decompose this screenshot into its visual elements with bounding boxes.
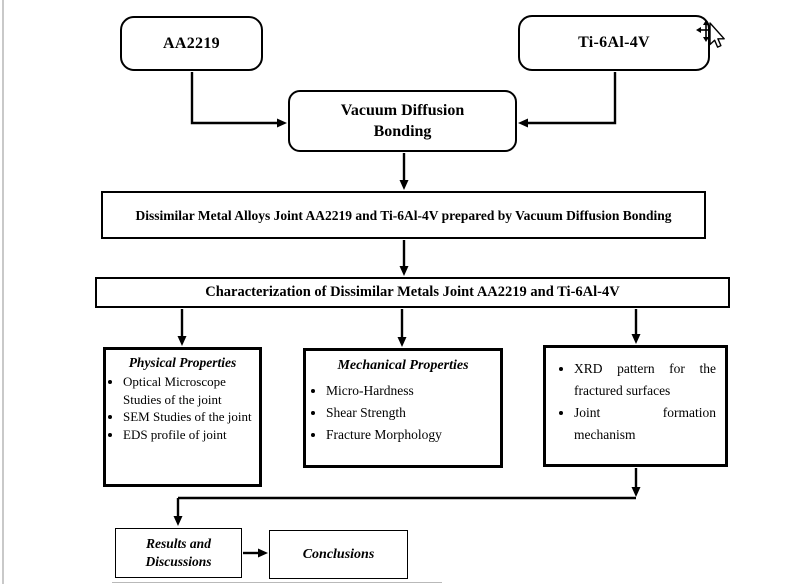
arrowhead-down <box>399 266 409 276</box>
arrowhead-down <box>399 180 409 190</box>
list-item: XRD pattern for the fractured surfaces <box>574 358 725 402</box>
arrow-aa2219-to-vacuum <box>190 72 278 125</box>
node-aa2219-label: AA2219 <box>163 34 220 52</box>
list-item: Shear Strength <box>326 402 500 424</box>
node-results-discussions[interactable]: Results and Discussions <box>115 528 242 578</box>
node-physical-properties[interactable]: Physical Properties Optical Microscope S… <box>103 347 262 487</box>
list-item: SEM Studies of the joint <box>123 408 259 426</box>
physical-properties-list: Optical Microscope Studies of the joint … <box>106 373 259 443</box>
node-vacuum-diffusion-bonding[interactable]: Vacuum Diffusion Bonding <box>288 90 517 152</box>
arrowhead-down <box>631 487 641 497</box>
list-item: Fracture Morphology <box>326 424 500 446</box>
node-xrd-analysis[interactable]: XRD pattern for the fractured surfaces J… <box>543 345 728 467</box>
arrowhead-down <box>397 337 407 347</box>
arrowhead-left <box>518 118 528 128</box>
mechanical-properties-heading: Mechanical Properties <box>337 358 469 373</box>
node-dissimilar-label: Dissimilar Metal Alloys Joint AA2219 and… <box>135 207 672 223</box>
node-mechanical-properties[interactable]: Mechanical Properties Micro-Hardness She… <box>303 348 503 468</box>
node-results-label: Results and Discussions <box>145 536 212 569</box>
arrowhead-down <box>177 336 187 346</box>
list-item: Optical Microscope Studies of the joint <box>123 373 259 408</box>
xrd-analysis-list: XRD pattern for the fractured surfaces J… <box>546 358 725 446</box>
list-item: Joint formation mechanism <box>574 402 725 446</box>
list-item: Micro-Hardness <box>326 380 500 402</box>
physical-properties-heading: Physical Properties <box>128 355 237 370</box>
node-characterization[interactable]: Characterization of Dissimilar Metals Jo… <box>95 277 730 308</box>
arrowhead-down <box>173 516 183 526</box>
arrowhead-down <box>631 334 641 344</box>
node-ti6al4v[interactable]: Ti-6Al-4V <box>518 15 710 71</box>
arrow-ti-to-vacuum <box>527 72 617 125</box>
page-edge-left <box>2 0 4 584</box>
mechanical-properties-list: Micro-Hardness Shear Strength Fracture M… <box>306 380 500 446</box>
move-cursor-icon <box>696 20 725 48</box>
node-conclusions[interactable]: Conclusions <box>269 530 408 579</box>
node-characterization-label: Characterization of Dissimilar Metals Jo… <box>205 284 620 300</box>
page-rule-bottom <box>112 582 442 584</box>
arrowhead-right <box>258 548 268 558</box>
arrowhead-right <box>277 118 287 128</box>
node-ti6al4v-label: Ti-6Al-4V <box>578 34 650 51</box>
node-vacuum-label: Vacuum Diffusion Bonding <box>340 102 465 140</box>
node-dissimilar-joint[interactable]: Dissimilar Metal Alloys Joint AA2219 and… <box>101 191 706 239</box>
list-item: EDS profile of joint <box>123 426 259 444</box>
node-aa2219[interactable]: AA2219 <box>120 16 263 71</box>
node-conclusions-label: Conclusions <box>302 546 375 562</box>
